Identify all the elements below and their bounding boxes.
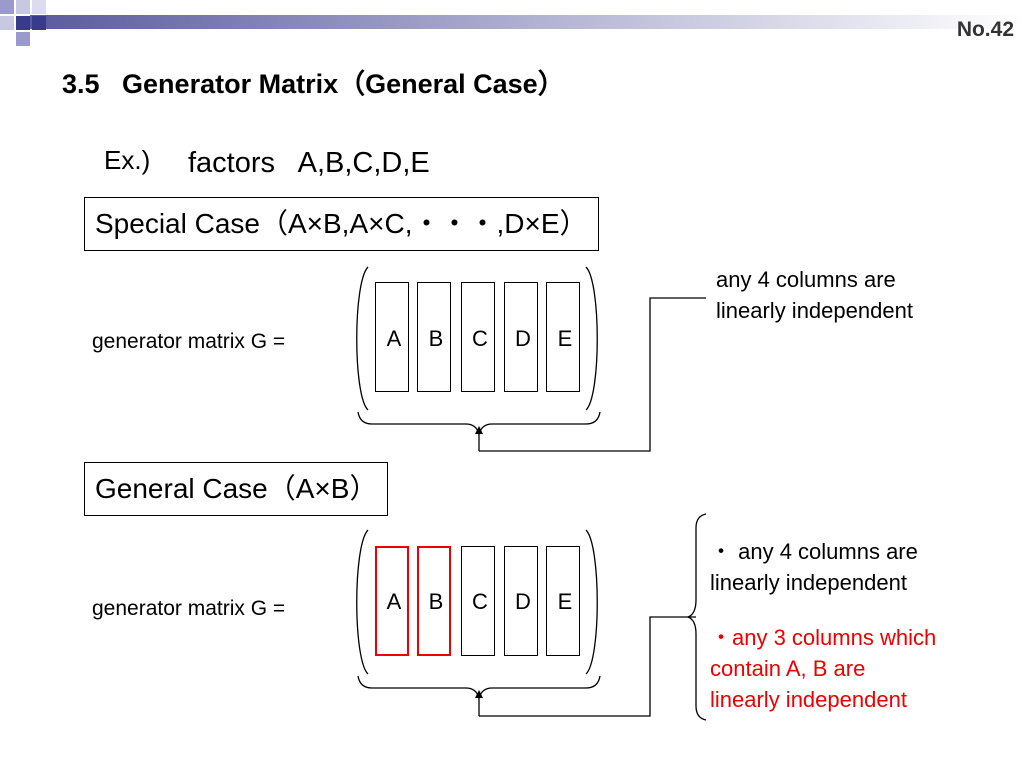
general-column-label-a: A [386, 589, 402, 614]
general-note-2-line3: linearly independent [710, 687, 907, 712]
general-arrowhead [475, 690, 483, 698]
special-column-a [375, 282, 409, 392]
general-column-b [417, 546, 451, 656]
general-matrix-label: generator matrix G = [92, 597, 286, 620]
header-decoration [0, 0, 1024, 46]
general-note-1-line1: ・ any 4 columns are [710, 539, 918, 564]
special-column-label-a: A [386, 326, 402, 351]
special-column-label-c: C [472, 326, 488, 351]
general-right-curly-brace [686, 513, 707, 721]
general-bottom-brace [357, 675, 601, 701]
general-column-label-e: E [557, 589, 573, 614]
special-matrix-label: generator matrix G = [92, 330, 286, 353]
general-note-2-line1: ・any 3 columns which [710, 625, 937, 650]
special-column-label-e: E [557, 326, 573, 351]
special-note-line2: linearly independent [716, 298, 913, 323]
general-right-paren [585, 529, 598, 675]
special-bottom-brace [357, 411, 601, 437]
general-case-heading: General Case（A×B） [84, 462, 389, 516]
special-right-paren [585, 266, 598, 411]
factors-text: factors A,B,C,D,E [188, 147, 430, 179]
special-note-line1: any 4 columns are [716, 267, 896, 292]
example-label: Ex.) [104, 145, 151, 175]
special-arrowhead [475, 426, 483, 434]
special-left-paren [356, 266, 369, 411]
general-left-paren [356, 529, 369, 675]
page-title: 3.5 Generator Matrix（General Case） [62, 69, 565, 99]
special-column-label-b: B [428, 326, 444, 351]
special-column-b [417, 282, 451, 392]
special-case-heading: Special Case（A×B,A×C,・・・,D×E） [84, 197, 599, 251]
general-column-c [461, 546, 495, 656]
general-note-2: ・any 3 columns which contain A, B are li… [710, 622, 936, 715]
general-note-1-line2: linearly independent [710, 570, 907, 595]
general-note-2-line2: contain A, B are [710, 656, 866, 681]
page-number: No.42 [956, 18, 1014, 41]
general-column-label-c: C [472, 589, 488, 614]
general-column-label-b: B [428, 589, 444, 614]
special-column-label-d: D [515, 326, 531, 351]
general-column-a [375, 546, 409, 656]
general-column-label-d: D [515, 589, 531, 614]
special-note: any 4 columns are linearly independent [716, 264, 913, 326]
general-note-1: ・ any 4 columns are linearly independent [710, 536, 918, 598]
